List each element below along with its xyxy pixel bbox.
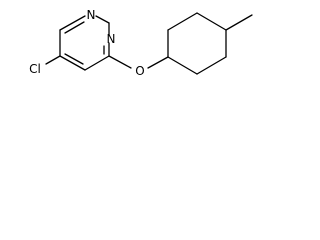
bond-c5-c6	[59, 55, 86, 71]
double-bond-inner-c	[64, 53, 84, 65]
bond-ring-chlorine	[45, 55, 61, 65]
bond-c4-c5	[84, 55, 110, 71]
atom-label-oxygen: O	[135, 64, 144, 78]
bond-cy-3	[196, 12, 227, 31]
double-bond-inner-a	[64, 21, 85, 34]
pyrimidine-ring	[59, 15, 110, 71]
atom-label-nitrogen-top: N	[87, 8, 96, 22]
bond-ring-oxygen	[108, 55, 132, 69]
atom-label-nitrogen-right: N	[107, 32, 116, 46]
bond-cy-2	[167, 12, 198, 31]
cyclohexane-ring	[167, 12, 227, 75]
bond-n1-c2	[95, 15, 110, 24]
bond-c6-n1	[59, 15, 86, 31]
bond-oxygen-cyclohexyl	[147, 56, 169, 69]
bond-cy-6	[167, 56, 198, 75]
bond-cy-5	[196, 56, 227, 75]
molecule-structure: Cl N N O	[29, 8, 253, 78]
bond-methyl	[225, 14, 253, 31]
atom-label-chlorine: Cl	[29, 62, 41, 76]
